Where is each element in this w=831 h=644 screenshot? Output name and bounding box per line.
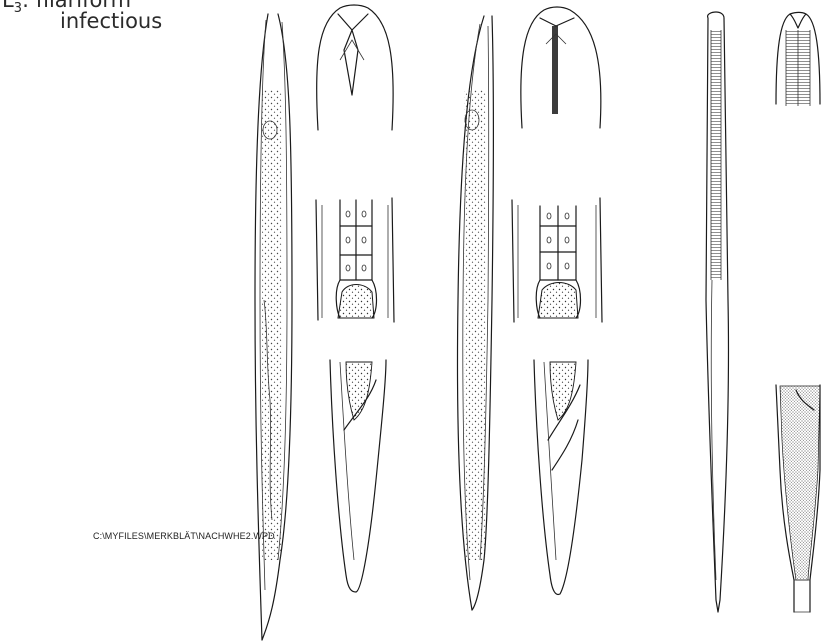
larva-3-tail-detail (776, 385, 820, 612)
stage-subscript: 3 (14, 1, 22, 16)
larva-2-head-detail (521, 7, 601, 128)
larva-1-tail-detail (330, 360, 386, 592)
larva-2-midbody-detail (512, 198, 602, 322)
larva-1-midbody-detail (316, 198, 394, 322)
larva-3-whole-body (706, 12, 729, 612)
file-path-caption: C:\MYFILES\MERKBLÄT\NACHWHE2.WPD (93, 531, 275, 541)
larva-1-head-detail (317, 5, 394, 130)
larva-2-tail-detail (534, 360, 588, 594)
stage-label: L3: filariform infectious (0, 0, 200, 48)
stage-letter: L (2, 0, 14, 12)
larva-3-head-detail (776, 13, 820, 107)
larva-1-whole-body (255, 14, 292, 640)
larva-2-whole-body (458, 16, 494, 610)
stage-label-line2: infectious (60, 9, 162, 33)
